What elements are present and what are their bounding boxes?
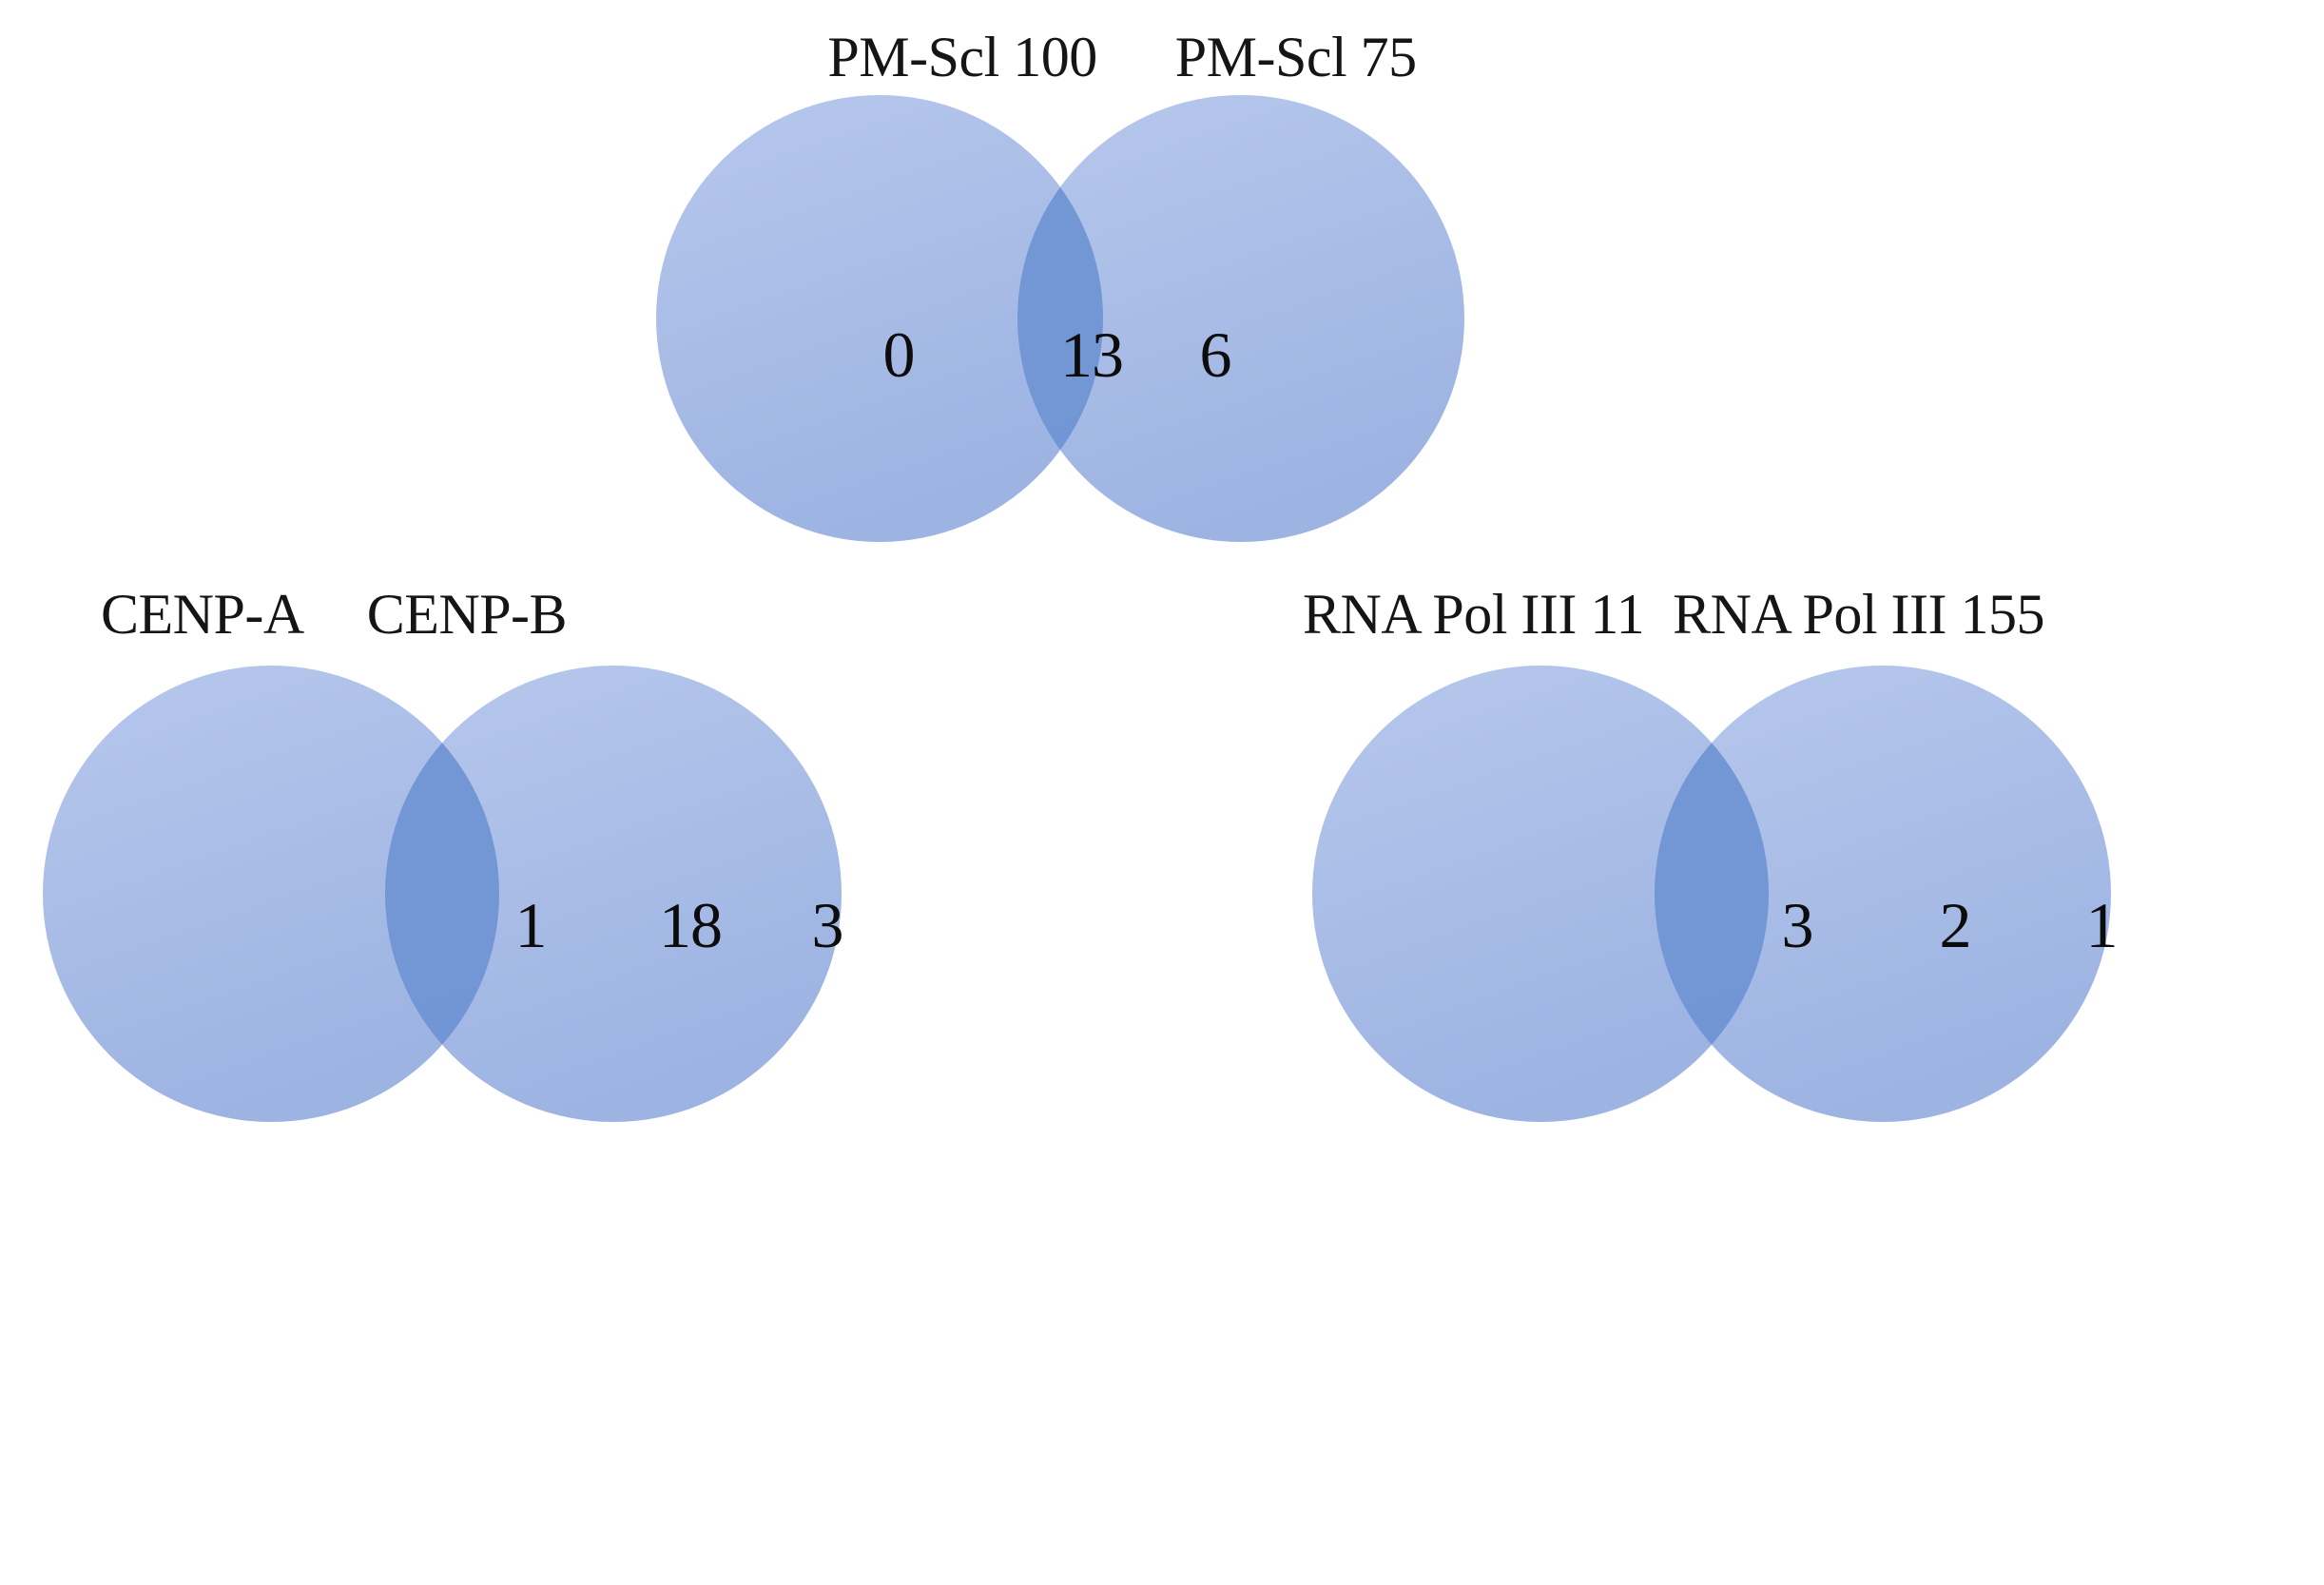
- venn-pmscl-count-right: 6: [1199, 319, 1232, 391]
- venn-diagram-cenp: CENP-A CENP-B: [38, 570, 989, 1578]
- venn-rnapol-circle-left: [1312, 666, 1769, 1122]
- venn-pmscl-circle-right: [1017, 95, 1464, 542]
- venn-pmscl-count-left: 0: [882, 319, 916, 391]
- venn-cenp-count-right: 3: [811, 889, 844, 961]
- venn-rnapol-label-row: RNA Pol III 11 RNA Pol III 155: [1303, 570, 2324, 643]
- venn-cenp-canvas: [38, 666, 989, 1122]
- venn-cenp-label-row: CENP-A CENP-B: [38, 570, 1052, 643]
- venn-pmscl-label-right: PM-Scl 75: [1174, 26, 1417, 88]
- venn-cenp-label-left: CENP-A: [101, 583, 304, 646]
- venn-cenp-count-left: 1: [514, 889, 548, 961]
- venn-cenp-circle-left: [43, 666, 499, 1122]
- venn-rnapol-circle-right: [1655, 666, 2111, 1122]
- venn-diagram-pmscl: PM-Scl 100 PM-Scl 75: [609, 13, 1636, 546]
- venn-cenp-count-intersection: 18: [659, 889, 723, 961]
- venn-cenp-label-right: CENP-B: [366, 583, 568, 646]
- venn-pmscl-count-intersection: 13: [1060, 319, 1124, 391]
- venn-rnapol-label-right: RNA Pol III 155: [1673, 583, 2044, 646]
- venn-rnapol-count-left: 3: [1781, 889, 1814, 961]
- venn-rnapol-count-right: 1: [2085, 889, 2119, 961]
- venn-rnapol-canvas: [1303, 666, 2324, 1122]
- venn-pmscl-canvas: [609, 95, 1636, 542]
- venn-pmscl-label-left: PM-Scl 100: [827, 26, 1097, 88]
- venn-pmscl-label-row: PM-Scl 100 PM-Scl 75: [609, 13, 1636, 86]
- venn-diagram-rnapol: RNA Pol III 11 RNA Pol III 155: [1303, 570, 2324, 1578]
- venn-pmscl-circle-left: [656, 95, 1103, 542]
- venn-rnapol-label-left: RNA Pol III 11: [1303, 583, 1645, 646]
- venn-cenp-circle-right: [385, 666, 842, 1122]
- venn-rnapol-count-intersection: 2: [1939, 889, 1972, 961]
